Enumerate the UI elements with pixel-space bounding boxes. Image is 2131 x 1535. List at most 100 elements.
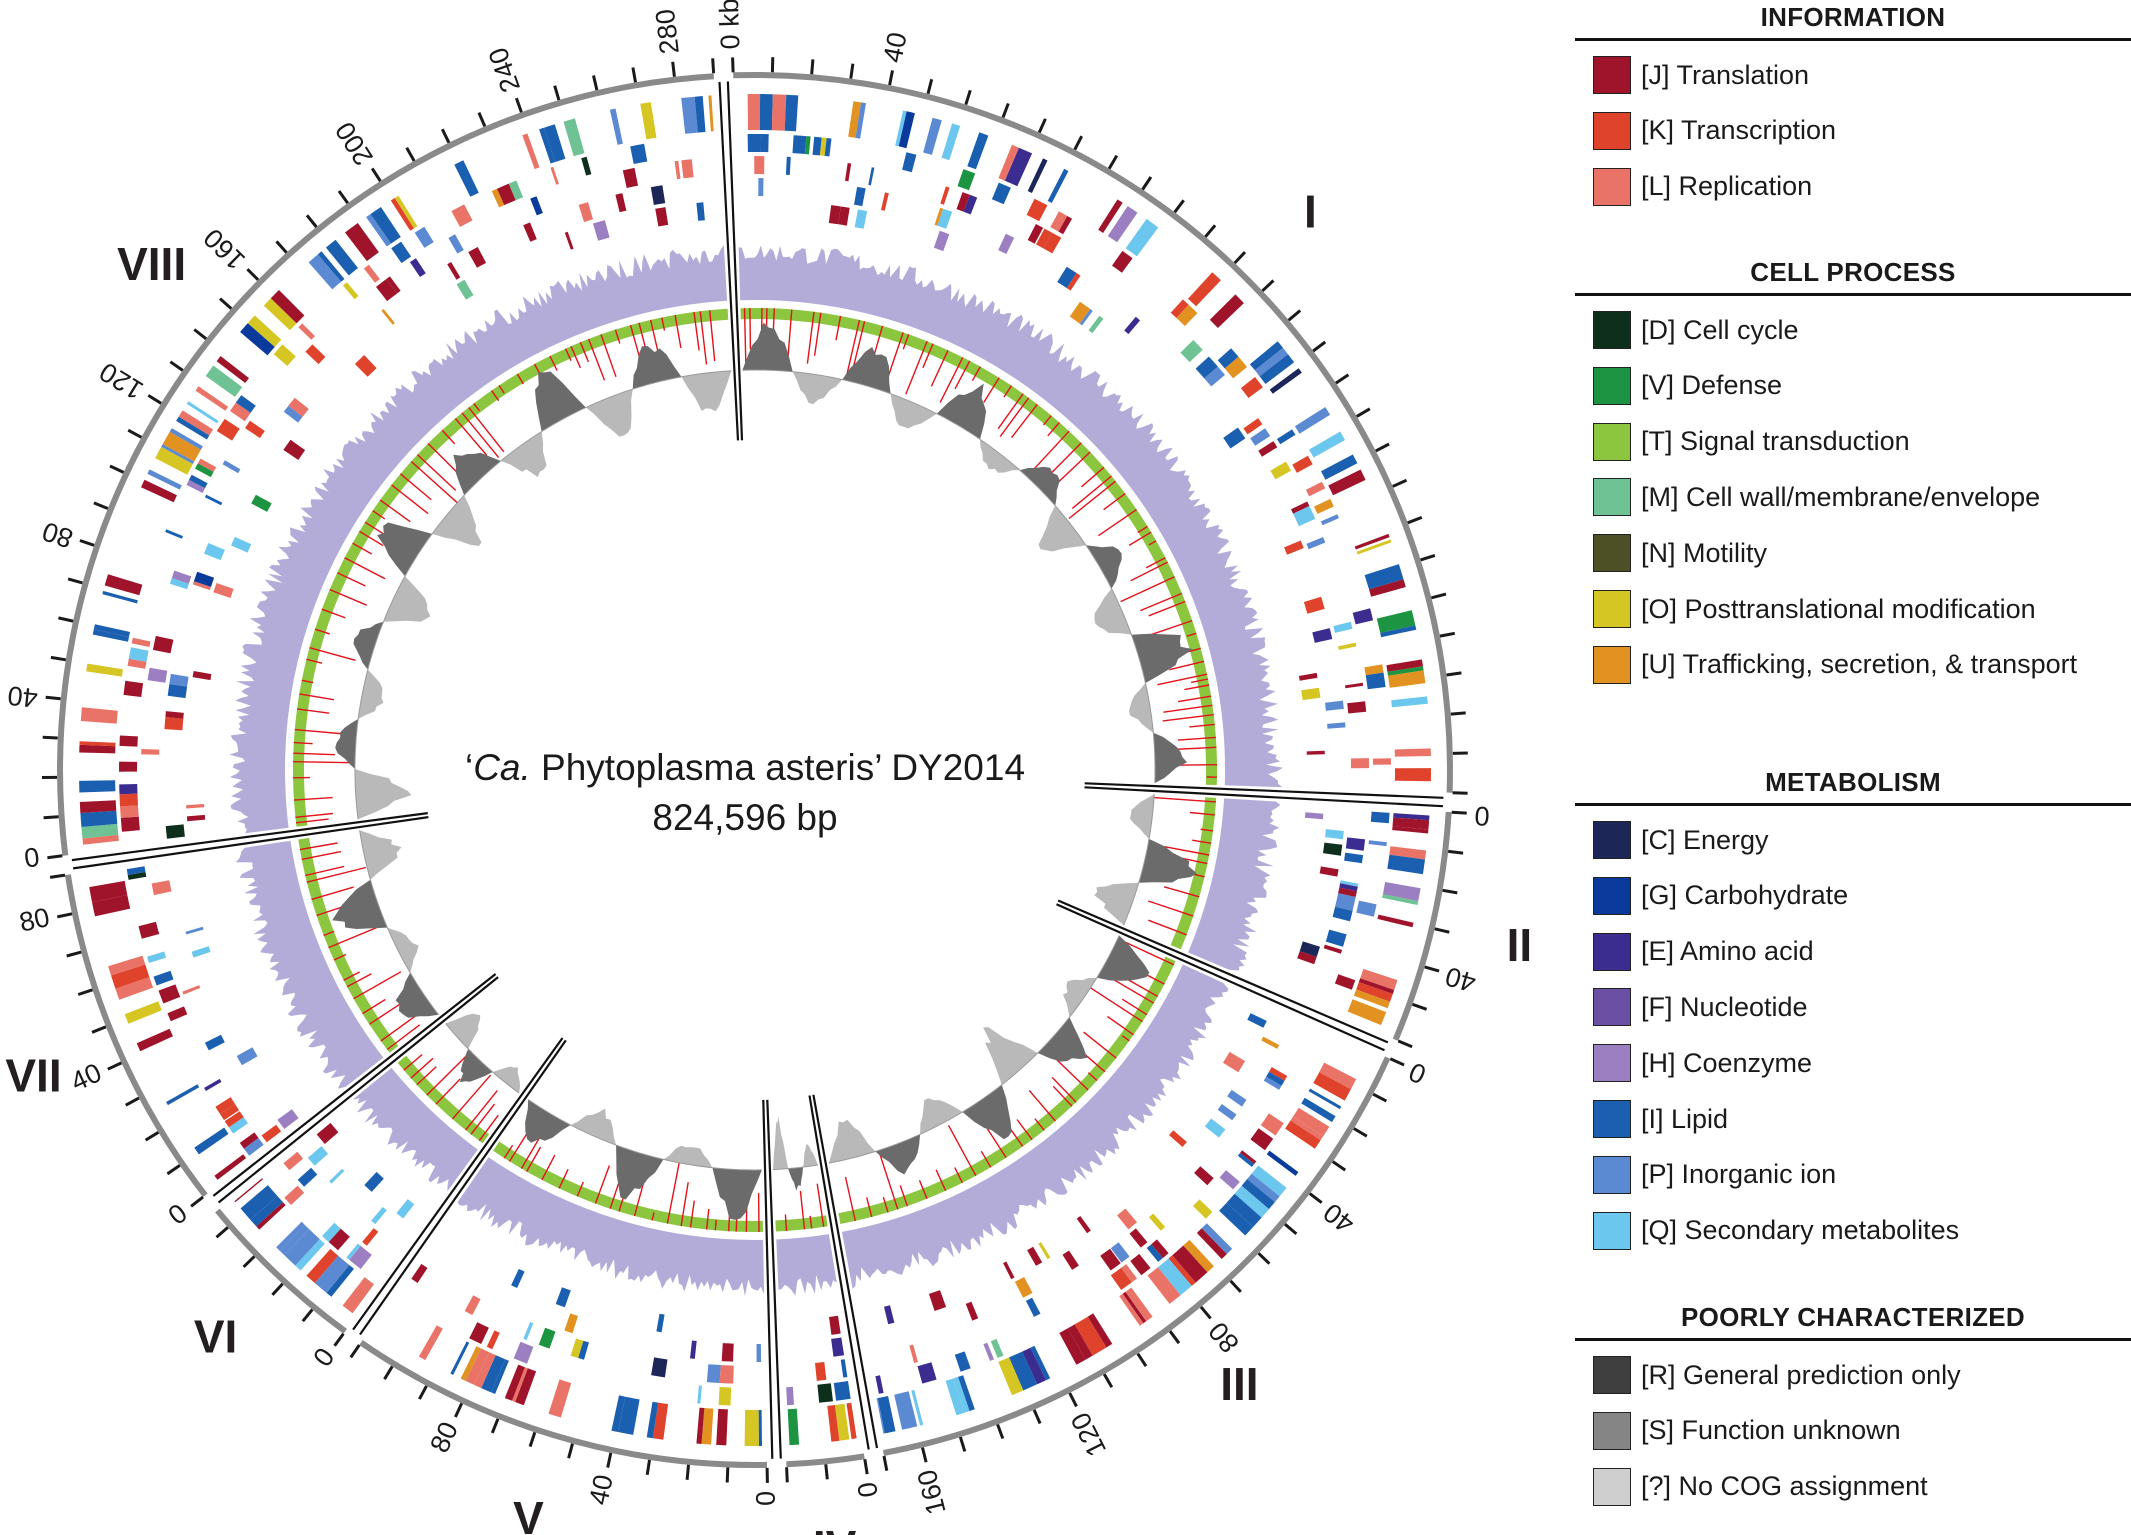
- legend-swatch: [1593, 876, 1631, 915]
- gene-block: [965, 1301, 979, 1321]
- gene-block: [1293, 506, 1316, 527]
- gene-block: [329, 1168, 345, 1184]
- marker-line: [954, 360, 971, 390]
- gene-block: [186, 814, 206, 822]
- gene-block: [186, 479, 205, 493]
- gene-block: [326, 1265, 354, 1297]
- marker-line: [362, 998, 386, 1015]
- tick-mark: [246, 268, 260, 281]
- gene-block: [481, 1355, 506, 1393]
- gene-block: [161, 444, 195, 464]
- legend-swatch: [1593, 478, 1631, 517]
- gene-block: [234, 1178, 263, 1203]
- gene-block: [848, 101, 862, 138]
- gene-block: [523, 1322, 534, 1340]
- gene-block: [295, 1239, 325, 1271]
- gene-block: [655, 207, 669, 227]
- gene-block: [1170, 299, 1189, 318]
- gene-block: [963, 194, 978, 215]
- segment-label-VIII: VIII: [117, 238, 186, 290]
- gene-block: [834, 1403, 850, 1441]
- gene-block: [120, 805, 139, 818]
- legend-label: [G] Carbohydrate: [1641, 880, 1849, 911]
- tick-mark: [921, 1447, 928, 1463]
- gene-block: [1320, 514, 1339, 526]
- gene-block: [1209, 294, 1244, 328]
- gene-block: [409, 258, 426, 277]
- cog-legend: INFORMATION[J] Translation[K] Transcript…: [1575, 0, 2131, 1535]
- segment-boundary-line: [1084, 786, 1444, 808]
- gene-block: [786, 1386, 794, 1406]
- gene-block: [124, 1001, 162, 1024]
- gene-block: [1303, 596, 1325, 614]
- gene-block: [1285, 1120, 1321, 1149]
- tick-mark: [606, 1452, 613, 1468]
- legend-item: [M] Cell wall/membrane/envelope: [1593, 477, 2040, 517]
- gene-block: [364, 1171, 384, 1192]
- tick-mark: [1420, 553, 1436, 562]
- gc-skew-baseline: [1123, 794, 1155, 926]
- legend-label: [N] Motility: [1641, 537, 1768, 568]
- gene-block: [941, 123, 961, 161]
- gene-block: [1364, 664, 1384, 676]
- gene-block: [115, 977, 154, 1000]
- marker-line: [299, 693, 335, 701]
- gene-block: [1276, 429, 1296, 445]
- gene-block: [167, 684, 188, 699]
- marker-line: [1087, 1072, 1098, 1082]
- gene-block: [165, 824, 185, 839]
- tick-mark: [454, 1402, 464, 1418]
- marker-line: [403, 1053, 423, 1071]
- gene-block: [1251, 1165, 1287, 1197]
- gene-block: [719, 1365, 734, 1384]
- gene-block: [894, 1391, 918, 1430]
- tick-mark: [1103, 1373, 1114, 1389]
- tick-mark: [1439, 631, 1456, 638]
- gene-block: [1347, 701, 1367, 714]
- gene-block: [166, 1084, 200, 1106]
- marker-line: [329, 588, 367, 606]
- segment-label-VI: VI: [194, 1310, 237, 1362]
- gene-block: [1188, 272, 1221, 307]
- gene-block: [1147, 1267, 1181, 1304]
- tick-mark: [1389, 1057, 1405, 1067]
- gene-block: [1298, 672, 1318, 681]
- marker-line: [491, 390, 500, 402]
- marker-line: [1047, 422, 1060, 437]
- gene-block: [450, 1341, 470, 1375]
- gc-skew-positive: [453, 452, 501, 496]
- marker-line: [1109, 976, 1155, 1004]
- gene-block: [1347, 999, 1387, 1026]
- marker-line: [1164, 846, 1210, 856]
- gene-block: [1313, 1072, 1351, 1101]
- marker-line: [410, 1057, 434, 1079]
- marker-line: [352, 542, 373, 555]
- gene-block: [754, 156, 765, 175]
- gene-block: [840, 1359, 848, 1378]
- gc-skew-baseline: [527, 1099, 762, 1171]
- legend-swatch: [1593, 311, 1631, 349]
- gene-block: [868, 167, 875, 186]
- gene-block: [247, 315, 282, 347]
- gc-skew-positive: [525, 1099, 571, 1143]
- gene-block: [539, 127, 556, 164]
- legend-swatch: [1593, 111, 1631, 150]
- tick-mark: [863, 1459, 869, 1475]
- segment-boundary-line: [359, 1039, 567, 1336]
- tick-mark: [107, 1061, 123, 1071]
- tick-label: 240: [483, 44, 526, 96]
- segment-arc-III: [882, 1056, 1391, 1456]
- legend-swatch: [1593, 422, 1631, 461]
- gene-block: [618, 1396, 640, 1435]
- marker-line: [845, 319, 861, 377]
- gene-block: [276, 1221, 305, 1251]
- gene-block: [622, 167, 639, 188]
- gene-block: [1247, 1013, 1267, 1028]
- tick-label: 200: [329, 117, 379, 171]
- legend-label: [I] Lipid: [1641, 1103, 1729, 1134]
- marker-line: [380, 1014, 417, 1042]
- gene-block: [1069, 301, 1091, 324]
- tick-mark: [219, 297, 233, 310]
- legend-section-title: INFORMATION: [1760, 2, 1946, 32]
- segment-boundary-line: [766, 1099, 782, 1459]
